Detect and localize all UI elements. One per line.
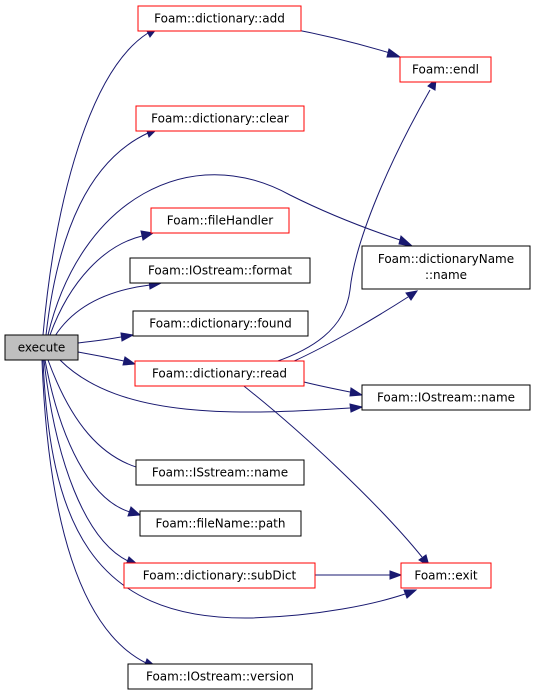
node-dictionary-subdict[interactable]: Foam::dictionary::subDict — [123, 562, 316, 589]
node-filename-path[interactable]: Foam::fileName::path — [139, 510, 302, 537]
svg-text:Foam::dictionary::add: Foam::dictionary::add — [154, 12, 285, 26]
edge-execute-exit — [42, 359, 418, 619]
node-dictionary-clear[interactable]: Foam::dictionary::clear — [135, 105, 305, 132]
edge-execute-dictionary-found — [77, 332, 135, 344]
svg-text:Foam::dictionary::subDict: Foam::dictionary::subDict — [143, 569, 297, 583]
edge-execute-iostream-name — [59, 359, 364, 413]
svg-text:execute: execute — [18, 341, 66, 355]
node-execute[interactable]: execute — [4, 334, 79, 361]
svg-text:Foam::dictionary::read: Foam::dictionary::read — [152, 367, 287, 381]
svg-text:Foam::dictionary::clear: Foam::dictionary::clear — [151, 112, 289, 126]
node-endl[interactable]: Foam::endl — [399, 56, 492, 83]
svg-text:Foam::fileName::path: Foam::fileName::path — [156, 517, 286, 531]
node-exit[interactable]: Foam::exit — [400, 562, 492, 589]
node-dictionary-found[interactable]: Foam::dictionary::found — [132, 310, 309, 337]
node-filehandler[interactable]: Foam::fileHandler — [150, 207, 290, 234]
edge-dictionary-subdict-exit — [315, 570, 403, 580]
svg-text:Foam::endl: Foam::endl — [412, 63, 479, 77]
node-dictionary-read[interactable]: Foam::dictionary::read — [134, 360, 305, 387]
svg-text:Foam::IOstream::name: Foam::IOstream::name — [377, 391, 515, 405]
edge-execute-dictionary-add — [42, 27, 159, 336]
edge-dictionary-read-iostream-name — [303, 381, 364, 397]
edge-execute-filehandler — [49, 230, 155, 336]
node-iostream-version[interactable]: Foam::IOstream::version — [127, 663, 313, 690]
node-iostream-format[interactable]: Foam::IOstream::format — [129, 257, 311, 284]
edge-dictionary-add-endl — [286, 27, 402, 58]
svg-text:Foam::IOstream::format: Foam::IOstream::format — [148, 264, 292, 278]
edge-execute-dictionary-read — [77, 351, 137, 366]
edge-execute-filename-path — [44, 359, 142, 517]
svg-text:Foam::dictionary::found: Foam::dictionary::found — [149, 317, 291, 331]
edge-execute-dictionary-clear — [45, 127, 159, 336]
svg-text:Foam::IOstream::version: Foam::IOstream::version — [146, 670, 294, 684]
svg-text:Foam::exit: Foam::exit — [414, 569, 478, 583]
svg-text:::name: ::name — [425, 268, 467, 282]
edge-dictionary-read-dictionaryname-name — [291, 290, 419, 363]
svg-text:Foam::ISstream::name: Foam::ISstream::name — [152, 466, 288, 480]
svg-text:Foam::dictionaryName: Foam::dictionaryName — [378, 252, 514, 266]
svg-text:Foam::fileHandler: Foam::fileHandler — [167, 214, 274, 228]
node-dictionary-add[interactable]: Foam::dictionary::add — [137, 5, 302, 32]
node-dictionaryname-name[interactable]: Foam::dictionaryName ::name — [361, 245, 531, 290]
node-iostream-name[interactable]: Foam::IOstream::name — [361, 384, 531, 411]
edge-execute-dictionaryname-name — [47, 174, 414, 336]
node-isstream-name[interactable]: Foam::ISstream::name — [135, 459, 305, 486]
